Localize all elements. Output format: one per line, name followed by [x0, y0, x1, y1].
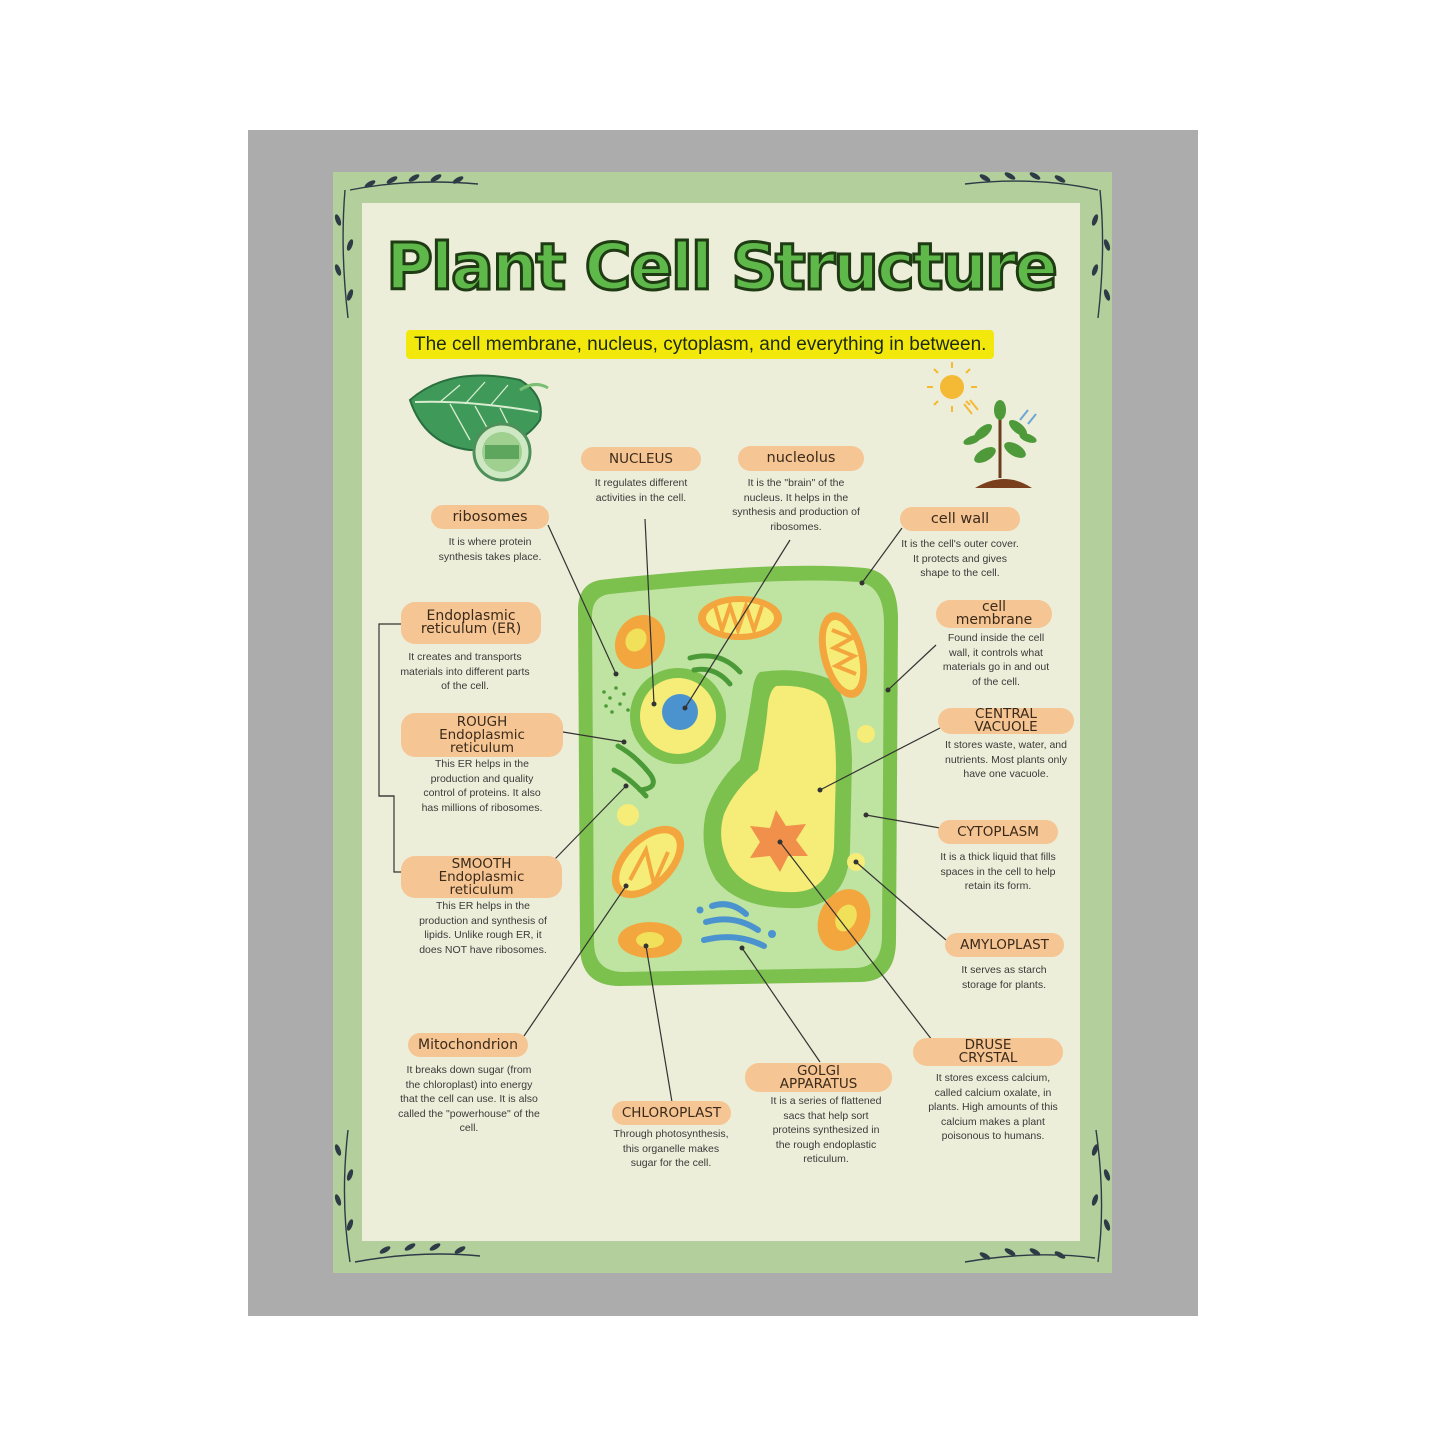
desc-rough-er: This ER helps in the production and qual…	[421, 758, 543, 814]
desc-cell-wall: It is the cell's outer cover. It protect…	[901, 538, 1019, 580]
desc-cell-membrane: Found inside the cell wall, it controls …	[942, 632, 1050, 688]
label-cytoplasm: CYTOPLASM	[938, 820, 1058, 844]
label-endoplasmic-reticulum: Endoplasmic reticulum (ER)	[401, 602, 541, 644]
label-cell-wall: cell wall	[900, 507, 1020, 531]
desc-central-vacuole: It stores waste, water, and nutrients. M…	[945, 739, 1067, 781]
leaf-cell-icon	[408, 374, 549, 482]
label-rough-er: ROUGH Endoplasmic reticulum	[401, 713, 563, 757]
label-smooth-er: SMOOTH Endoplasmic reticulum	[401, 856, 562, 898]
page-subtitle: The cell membrane, nucleus, cytoplasm, a…	[406, 330, 995, 359]
label-druse-crystal: DRUSE CRYSTAL	[913, 1038, 1063, 1066]
label-nucleus: NUCLEUS	[581, 447, 701, 471]
desc-smooth-er: This ER helps in the production and synt…	[419, 900, 547, 956]
desc-golgi-apparatus: It is a series of flattened sacs that he…	[770, 1095, 882, 1166]
label-chloroplast: CHLOROPLAST	[612, 1101, 731, 1125]
desc-nucleus: It regulates different activities in the…	[594, 477, 688, 504]
desc-amyloplast: It serves as starch storage for plants.	[961, 964, 1047, 991]
desc-mitochondrion: It breaks down sugar (from the chloropla…	[398, 1064, 540, 1135]
label-amyloplast: AMYLOPLAST	[945, 933, 1064, 957]
label-nucleolus: nucleolus	[738, 446, 864, 471]
desc-ribosomes: It is where protein synthesis takes plac…	[438, 536, 542, 563]
vine-corner-icon	[342, 180, 1104, 1263]
desc-nucleolus: It is the "brain" of the nucleus. It hel…	[732, 477, 860, 533]
label-mitochondrion: Mitochondrion	[408, 1033, 528, 1057]
label-ribosomes: ribosomes	[431, 505, 549, 529]
desc-cytoplasm: It is a thick liquid that fills spaces i…	[940, 851, 1056, 893]
desc-endoplasmic-reticulum: It creates and transports materials into…	[400, 651, 530, 693]
desc-druse-crystal: It stores excess calcium, called calcium…	[928, 1072, 1058, 1143]
leader-lines	[378, 518, 947, 1103]
sun-plant-icon	[927, 362, 1037, 488]
label-golgi-apparatus: GOLGI APPARATUS	[745, 1063, 892, 1092]
label-cell-membrane: cell membrane	[936, 600, 1052, 628]
page-title: Plant Cell Structure	[385, 231, 1060, 305]
label-central-vacuole: CENTRAL VACUOLE	[938, 707, 1074, 734]
desc-chloroplast: Through photosynthesis, this organelle m…	[613, 1128, 729, 1170]
plant-cell	[578, 565, 898, 986]
vine-leaves	[334, 172, 1111, 1260]
